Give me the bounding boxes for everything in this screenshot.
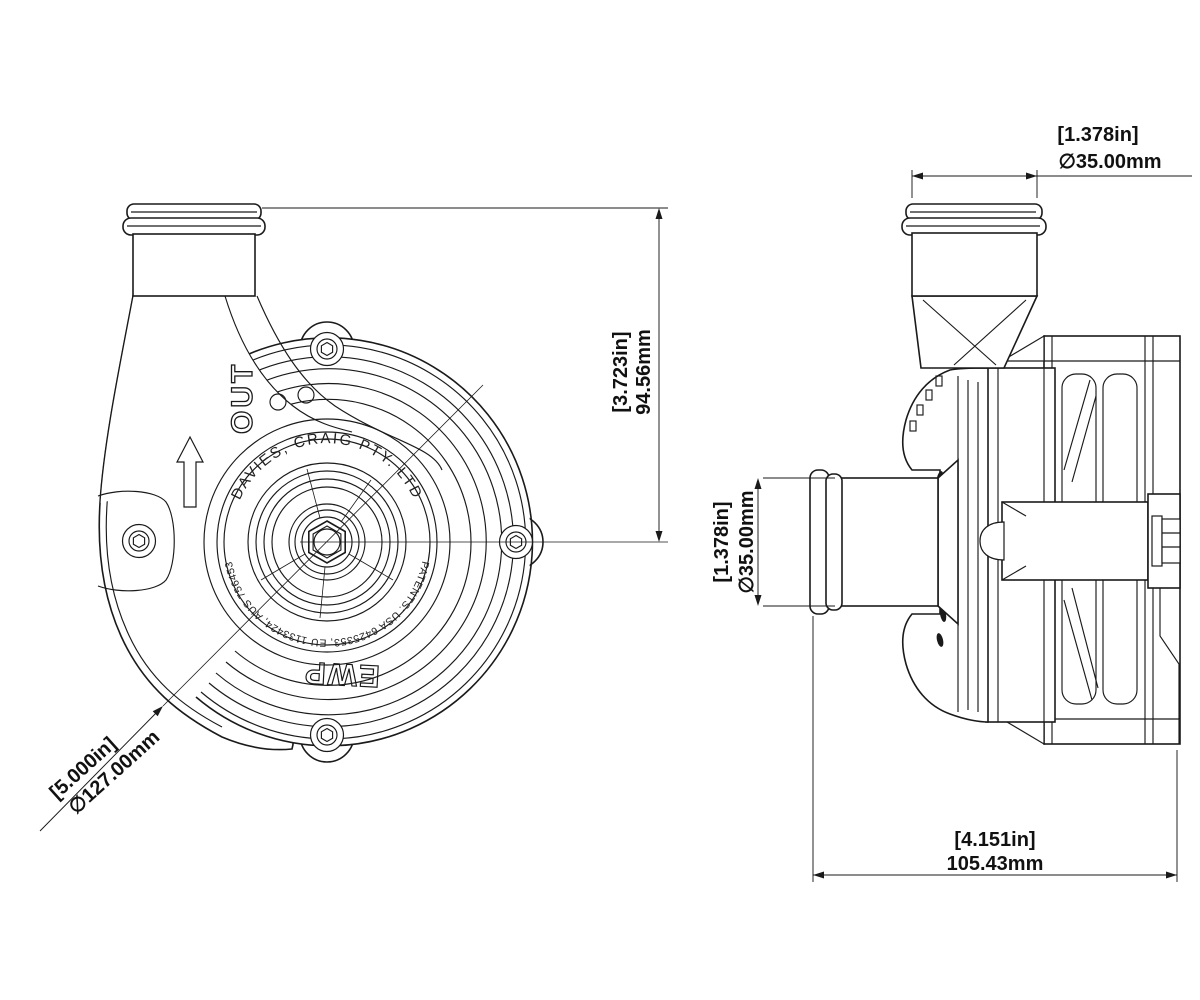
face-edge-tabs (909, 375, 943, 432)
flow-arrow-icon (176, 435, 204, 508)
outlet-diameter-metric: ∅35.00mm (1058, 151, 1161, 173)
side-view (809, 203, 1181, 746)
bolt-hex-head (1161, 518, 1181, 564)
shaft-boss (1001, 501, 1149, 581)
pump-height-metric: 94.56mm (633, 329, 655, 415)
pump-height-inches: [3.723in] (610, 331, 632, 412)
hub-hex-inner (312, 525, 342, 559)
inlet-pipe-body (837, 477, 939, 607)
outlet-duct-fill (100, 296, 293, 503)
inlet-diameter-metric: ∅35.00mm (736, 490, 758, 593)
out-label: OUT (226, 362, 259, 434)
impeller-spokes (260, 468, 394, 619)
side-outlet-pipe-body (911, 232, 1038, 297)
dimension-pump-height: [3.723in] 94.56mm (262, 207, 668, 543)
dimension-inlet-diameter: [1.378in] ∅35.00mm (711, 477, 835, 607)
dimension-body-depth: [4.151in] 105.43mm (812, 616, 1178, 882)
frame-bracket-leg (1159, 588, 1180, 744)
face-hole-1 (269, 393, 287, 411)
casing-ring-173 (215, 368, 503, 716)
inlet-diameter-inches: [1.378in] (711, 501, 733, 582)
inlet-barb-2 (825, 473, 843, 611)
bolt-washer (1151, 515, 1163, 567)
dimension-outlet-diameter: [1.378in] ∅35.00mm (911, 124, 1192, 198)
casing-ring-158 (225, 382, 487, 701)
hub-hex-nut (307, 520, 347, 564)
casing-ring-143 (234, 398, 472, 686)
frame-chamfer-top (999, 334, 1045, 362)
outlet-pipe-body (132, 233, 256, 297)
inlet-flare (937, 458, 959, 626)
body-depth-inches: [4.151in] (954, 829, 1035, 851)
duct-left-wall (99, 295, 134, 504)
volute-spiral-inner (224, 295, 353, 433)
model-text: EWP (302, 655, 380, 694)
left-lug-bracket (97, 490, 175, 592)
body-depth-metric: 105.43mm (947, 853, 1044, 875)
volute-spiral-outer (256, 295, 443, 471)
face-hole-2 (297, 386, 315, 404)
boss-nose-cap (979, 521, 1005, 561)
frame-ribs (1063, 379, 1099, 701)
outlet-diameter-inches: [1.378in] (1057, 124, 1138, 146)
